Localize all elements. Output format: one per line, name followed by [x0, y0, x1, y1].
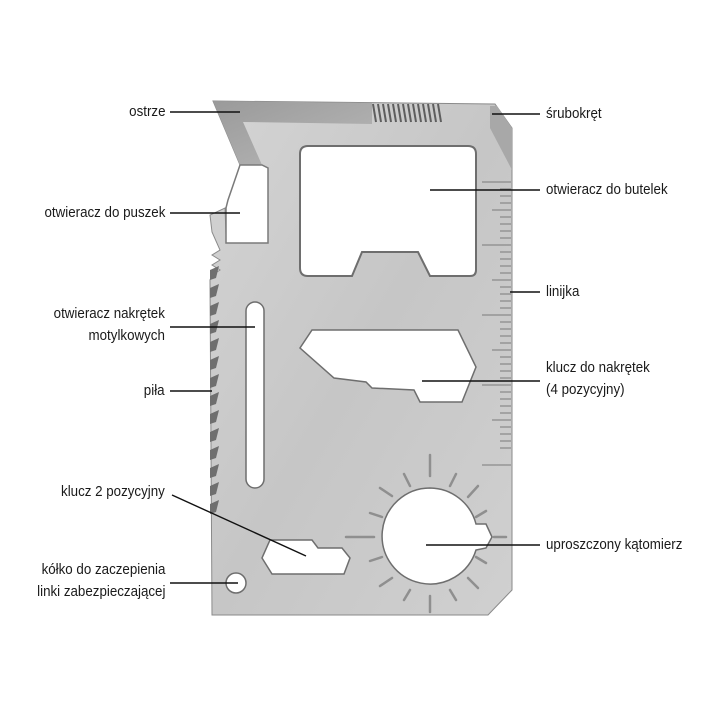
label-text: klucz 2 pozycyjny: [61, 484, 165, 500]
label-kolko-do-zaczepienia: kółko do zaczepienia linki zabezpieczają…: [37, 559, 165, 603]
saw-teeth: [210, 266, 219, 514]
label-pila: piła: [144, 380, 165, 402]
label-linijka: linijka: [546, 281, 579, 303]
label-ostrze: ostrze: [129, 101, 165, 123]
screwdriver-bevel: [490, 106, 512, 170]
two-position-wrench-cutout: [261, 539, 351, 575]
label-text-line-1: klucz do nakrętek: [546, 360, 650, 376]
label-klucz-2-pozycyjny: klucz 2 pozycyjny: [61, 481, 165, 503]
protractor: [344, 453, 508, 614]
label-text-line-2: linki zabezpieczającej: [36, 584, 165, 600]
leader-lines: [170, 111, 540, 584]
label-text-line-1: kółko do zaczepienia: [41, 562, 165, 578]
label-otwieracz-do-puszek: otwieracz do puszek: [44, 202, 165, 224]
label-text: piła: [144, 383, 165, 399]
label-text: ostrze: [128, 104, 165, 120]
label-text-line-1: otwieracz nakrętek: [53, 306, 165, 322]
blade-bevel: [213, 101, 372, 165]
label-otwieracz-do-butelek: otwieracz do butelek: [546, 179, 668, 201]
label-uproszczony-katomierz: uproszczony kątomierz: [546, 534, 682, 556]
label-klucz-do-nakretek: klucz do nakrętek (4 pozycyjny): [546, 357, 650, 401]
leader-klucz-2-pozycyjny: [171, 494, 307, 557]
label-srubokret: śrubokręt: [546, 103, 602, 125]
ruler: [482, 181, 511, 466]
label-text: otwieracz do puszek: [44, 205, 165, 221]
label-text: śrubokręt: [546, 106, 602, 122]
can-opener-cutout: [225, 164, 269, 244]
label-text-line-2: (4 pozycyjny): [546, 382, 625, 398]
wingnut-slot: [245, 301, 265, 489]
serrated-edge: [372, 103, 442, 123]
label-text: linijka: [546, 284, 580, 300]
label-text-line-2: motylkowych: [88, 328, 165, 344]
hex-wrench-cutout: [299, 329, 477, 403]
bottle-opener-cutout: [299, 145, 477, 277]
label-otwieracz-nakretek-motylkowych: otwieracz nakrętek motylkowych: [54, 303, 165, 347]
label-text: uproszczony kątomierz: [546, 537, 683, 553]
label-text: otwieracz do butelek: [546, 182, 668, 198]
